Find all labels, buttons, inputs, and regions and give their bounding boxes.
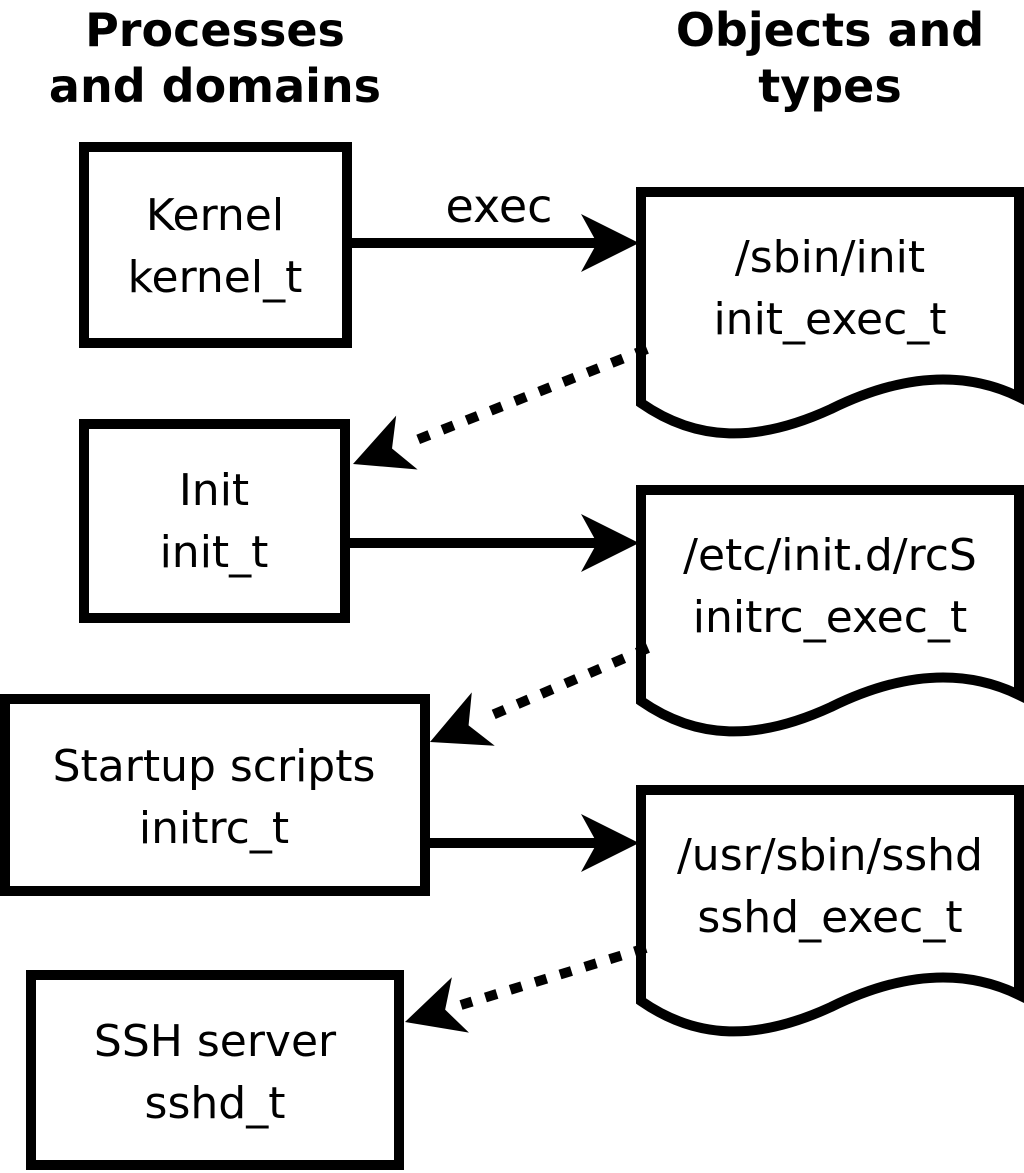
exec-arrow-1-head	[581, 214, 639, 272]
process-box-startup-scripts: Startup scripts initrc_t	[0, 694, 430, 896]
ssh-server-name: SSH server	[94, 1016, 337, 1067]
init-box-shape	[79, 419, 350, 623]
column-header-processes: Processes and domains	[49, 3, 381, 113]
usr-sbin-sshd-doc-shape	[636, 785, 1024, 1037]
transition-arrow-usr-sbin-sshd-to-ssh-server	[405, 943, 648, 1033]
sbin-init-doc-shape	[636, 187, 1024, 439]
init-domain: init_t	[160, 527, 269, 578]
sbin-init-type: init_exec_t	[713, 294, 946, 345]
kernel-domain: kernel_t	[128, 252, 303, 303]
document-etc-initd-rcs: /etc/init.d/rcS initrc_exec_t	[636, 485, 1024, 737]
transition-arrow-etc-initd-rcs-to-startup	[430, 643, 650, 746]
transition-arrow-sbin-init-to-init	[353, 344, 649, 470]
startup-scripts-name: Startup scripts	[53, 741, 376, 792]
header-objects-line1: Objects and	[676, 3, 984, 57]
transition-arrow-1-head	[353, 415, 418, 470]
transition-arrow-1-line	[407, 344, 649, 448]
transition-arrow-2-head	[430, 692, 495, 746]
exec-arrow-kernel-to-sbin-init: exec	[347, 179, 639, 272]
ssh-server-box-shape	[26, 970, 404, 1170]
document-usr-sbin-sshd: /usr/sbin/sshd sshd_exec_t	[636, 785, 1024, 1037]
transition-arrow-3-line	[459, 943, 648, 1010]
exec-arrow-2-head	[581, 514, 639, 572]
process-box-kernel: Kernel kernel_t	[79, 142, 352, 348]
etc-initd-rcs-doc-shape	[636, 485, 1024, 737]
transition-arrow-3-head	[405, 977, 469, 1033]
header-processes-line1: Processes	[85, 3, 345, 57]
sbin-init-path: /sbin/init	[735, 232, 925, 283]
startup-scripts-domain: initrc_t	[139, 803, 289, 854]
usr-sbin-sshd-path: /usr/sbin/sshd	[677, 830, 983, 881]
transition-arrow-2-line	[481, 643, 650, 724]
column-header-objects: Objects and types	[676, 3, 984, 113]
header-objects-line2: types	[758, 59, 901, 113]
process-box-ssh-server: SSH server sshd_t	[26, 970, 404, 1170]
exec-arrow-init-to-etc-initd-rcs	[345, 514, 639, 572]
exec-label: exec	[446, 179, 553, 233]
init-name: Init	[179, 465, 249, 516]
process-box-init: Init init_t	[79, 419, 350, 623]
etc-initd-rcs-path: /etc/init.d/rcS	[683, 530, 977, 581]
exec-arrow-startup-to-usr-sbin-sshd	[425, 814, 639, 872]
kernel-box-shape	[79, 142, 352, 348]
startup-scripts-box-shape	[0, 694, 430, 896]
etc-initd-rcs-type: initrc_exec_t	[693, 592, 967, 643]
exec-arrow-3-head	[581, 814, 639, 872]
document-sbin-init: /sbin/init init_exec_t	[636, 187, 1024, 439]
ssh-server-domain: sshd_t	[145, 1078, 286, 1129]
usr-sbin-sshd-type: sshd_exec_t	[697, 892, 962, 943]
kernel-name: Kernel	[146, 190, 284, 241]
header-processes-line2: and domains	[49, 59, 381, 113]
